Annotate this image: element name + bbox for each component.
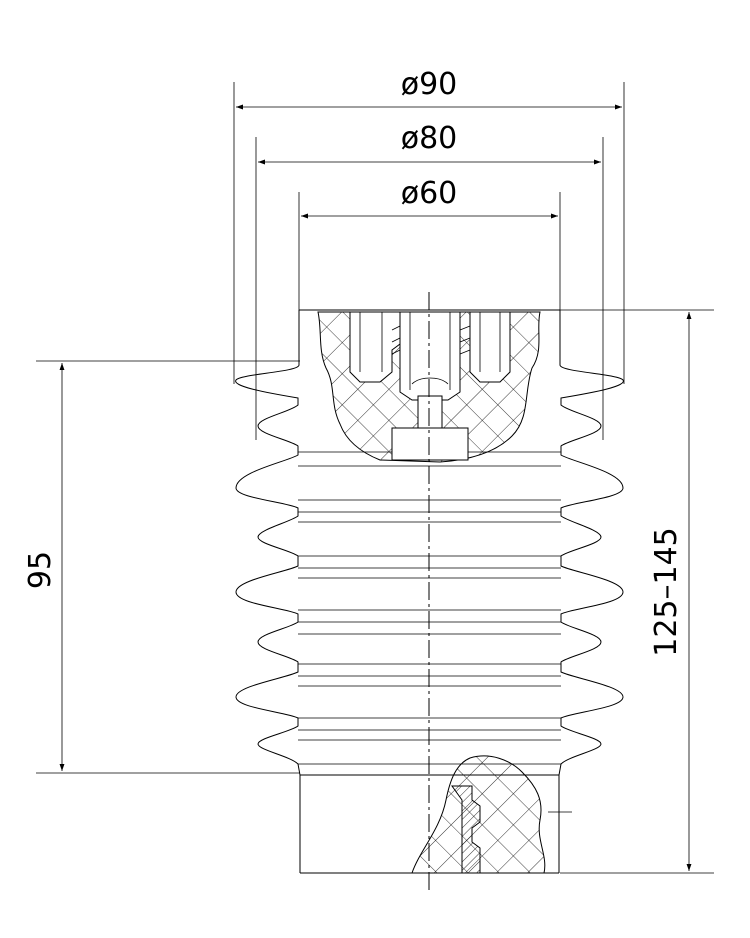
dim-label-dia-inner: ø60 bbox=[401, 176, 458, 211]
dimension-height-right: 125–145 bbox=[560, 309, 714, 874]
dim-label-dia-mid: ø80 bbox=[401, 121, 458, 156]
dimension-height-left: 95 bbox=[23, 360, 300, 774]
dimension-dia-inner: ø60 bbox=[298, 176, 561, 311]
dim-label-height-left: 95 bbox=[23, 551, 58, 589]
dim-label-height-right: 125–145 bbox=[649, 527, 684, 657]
dimension-dia-outer: ø90 bbox=[233, 67, 625, 384]
dim-label-dia-outer: ø90 bbox=[401, 67, 458, 102]
thread-marks bbox=[391, 325, 471, 355]
bottom-section-cutaway bbox=[411, 755, 572, 874]
dimension-dia-mid: ø80 bbox=[255, 121, 604, 440]
